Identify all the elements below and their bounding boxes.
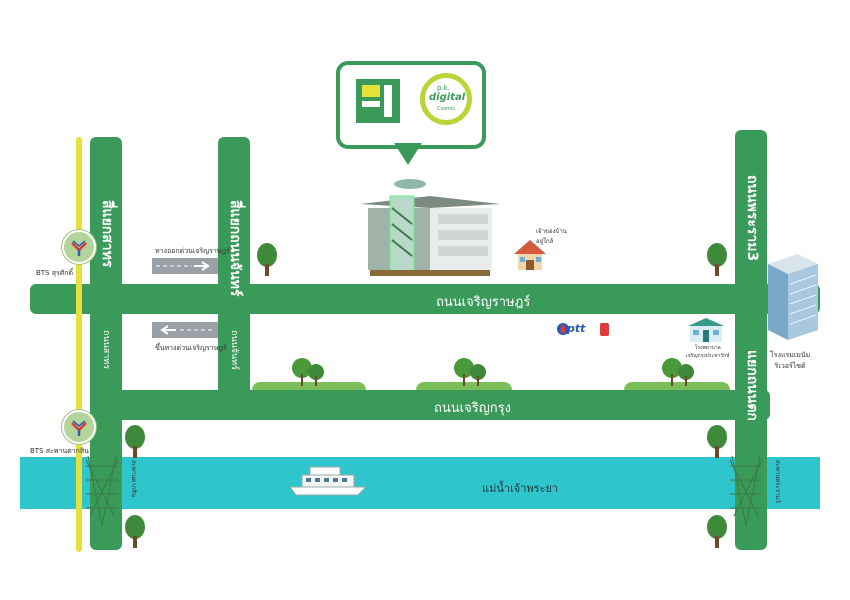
- bts-logo-icon: [62, 410, 96, 444]
- hotel-label: โรงแรมเมนัม ริเวอร์ไซด์: [770, 351, 811, 370]
- expressway-in-label: ทางออกด่วนเจริญราษฎร์: [155, 247, 230, 255]
- charoen-krung-road-label: ถนนเจริญกรุง: [434, 401, 511, 416]
- ptt-label: ptt: [567, 322, 586, 335]
- charoen-rat-road: [30, 284, 820, 314]
- bridge-right-label: สะพานพระราม3: [774, 460, 781, 504]
- chan-junction-label: สี่แยกถนนจันทร์: [227, 200, 243, 297]
- expressway-out-label: ขึ้นทางด่วนเจริญราษฎร์: [155, 344, 227, 352]
- sathorn-junction-label: สี่แยกสาทร: [99, 200, 115, 268]
- tree-icon: [706, 514, 728, 552]
- tree-icon: [256, 242, 278, 280]
- expressway-out-arrow: [152, 322, 218, 338]
- hospital-label: โรงพยาบาล เจริญกรุงประชารักษ์: [686, 345, 730, 359]
- green-strip: [624, 382, 730, 390]
- green-strip: [252, 382, 366, 390]
- house-icon: [512, 238, 548, 276]
- sathorn-road-label: ถนนสาทร: [101, 330, 111, 370]
- tree-icon: [124, 514, 146, 552]
- bts-surasak-label: BTS สุรศักดิ์: [36, 269, 74, 277]
- chan-road: [218, 137, 250, 420]
- hotel-tower-icon: [768, 250, 818, 346]
- tree-icon: [452, 356, 492, 390]
- green-strip: [416, 382, 512, 390]
- company-logo-bubble: p.k. digital Cosmic: [336, 61, 486, 149]
- chan-road-label: ถนนจันทร์: [229, 330, 239, 370]
- bridge-icon: [728, 455, 764, 532]
- charoen-rat-road-label: ถนนเจริญราษฎร์: [436, 295, 531, 310]
- green-square-logo: [356, 79, 400, 123]
- tree-icon: [706, 424, 728, 462]
- house-label: เจ้าของบ้าน อยู่ใกล้: [536, 228, 567, 245]
- rama3-road-label: ถนนพระราม3: [744, 175, 760, 262]
- bts-saphan-taksin-label: BTS สะพานตากสิน: [30, 447, 89, 455]
- tree-icon: [290, 356, 330, 390]
- pk-digital-logo: p.k. digital Cosmic: [420, 73, 472, 125]
- tok-junction-label: แยกถนนตก: [744, 350, 760, 421]
- office-building-icon: [360, 178, 500, 278]
- tree-icon: [124, 424, 146, 462]
- bts-logo-icon: [62, 230, 96, 264]
- boat-icon: [288, 465, 372, 501]
- river-label: แม่น้ำเจ้าพระยา: [482, 482, 559, 495]
- ptt-fuel-icon: [556, 320, 610, 342]
- chao-phraya-river: [20, 457, 820, 509]
- tree-icon: [706, 242, 728, 280]
- charoen-krung-road: [90, 390, 770, 420]
- hospital-icon: [688, 318, 724, 348]
- bts-line: [76, 137, 82, 552]
- bridge-left-label: สะพานตากสิน: [130, 460, 137, 497]
- bubble-pointer: [394, 143, 422, 165]
- sathorn-road: [90, 137, 122, 550]
- expressway-in-arrow: [152, 258, 218, 274]
- tree-icon: [660, 356, 700, 390]
- bridge-icon: [84, 455, 120, 532]
